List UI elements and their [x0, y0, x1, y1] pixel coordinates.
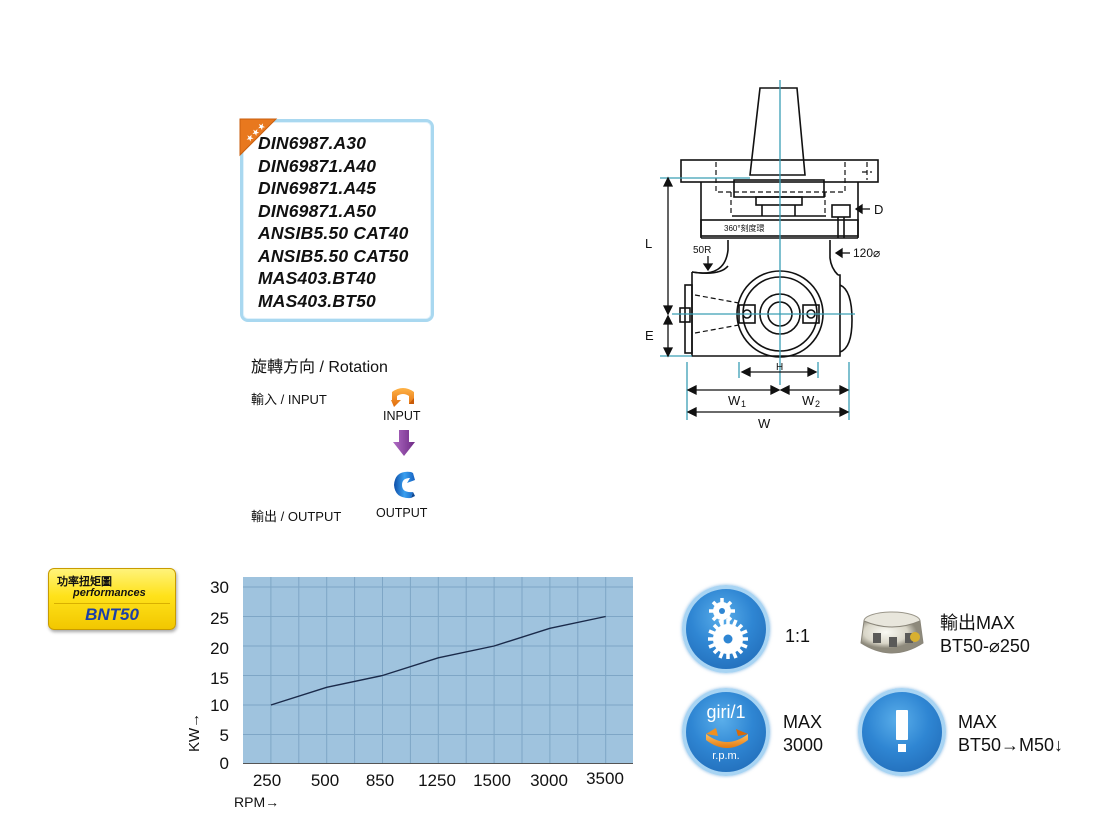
y-tick: 5: [219, 726, 229, 745]
dim-label-L: L: [645, 236, 652, 251]
rotation-output-label: 輸出 / OUTPUT: [251, 509, 342, 524]
dim-label-W1-sub: 1: [741, 399, 746, 409]
gears-icon: [682, 585, 770, 673]
chart-grid: [243, 577, 633, 764]
face-mill-cutter-icon: [860, 611, 924, 654]
max-thread-value: BT50→M50↓: [958, 735, 1064, 755]
dim-label-radius: 50R: [693, 245, 711, 256]
max-rpm-value: 3000: [783, 735, 824, 755]
technical-drawing: L D E H W 1 W 2 W 50R 120⌀ 360°刻度環: [645, 80, 883, 431]
y-tick: 10: [210, 696, 229, 715]
rotation-band-icon: [706, 728, 748, 748]
corner-ribbon-icon: ★★★: [239, 118, 278, 157]
chart-line-kw: [270, 615, 606, 706]
x-tick: 500: [310, 771, 340, 790]
taper-shank: [749, 87, 806, 176]
dim-label-W2-sub: 2: [815, 399, 820, 409]
dim-label-W: W: [758, 416, 771, 431]
power-chart: [243, 577, 633, 764]
performance-badge: 功率扭矩圖 performances BNT50: [48, 568, 176, 630]
y-tick: 20: [210, 639, 229, 658]
rotation-title: 旋轉方向 / Rotation: [251, 359, 388, 376]
max-rpm-label: MAX: [783, 712, 823, 732]
x-tick: 3500: [586, 769, 624, 788]
y-tick: 30: [210, 578, 229, 597]
dim-label-diameter: 120⌀: [853, 246, 880, 260]
rpm-icon: giri/1 r.p.m.: [682, 688, 770, 776]
dim-label-H: H: [776, 362, 783, 373]
y-tick: 15: [210, 669, 229, 688]
rpm-icon-bottom-text: r.p.m.: [712, 750, 740, 762]
x-axis-label: RPM→: [234, 794, 280, 810]
output-caption: OUTPUT: [376, 506, 428, 520]
x-tick: 3000: [530, 771, 568, 790]
max-output-value: BT50-⌀250: [940, 636, 1030, 656]
exclamation-icon: [858, 688, 946, 776]
exclamation-dot: [898, 744, 906, 752]
performance-model: BNT50: [85, 605, 139, 624]
rpm-icon-top-text: giri/1: [706, 702, 746, 722]
standards-list: DIN6987.A30 DIN69871.A40 DIN69871.A45 DI…: [258, 132, 409, 312]
x-tick: 1250: [418, 771, 456, 790]
x-tick: 1500: [473, 771, 511, 790]
performance-title-cn: 功率扭矩圖: [57, 576, 112, 588]
y-tick: 25: [210, 609, 229, 628]
rotation-input-label: 輸入 / INPUT: [251, 392, 327, 407]
standards-panel: [240, 119, 434, 322]
output-rotation-icon: [394, 471, 415, 499]
input-caption: INPUT: [383, 409, 421, 423]
exclamation-bar: [896, 710, 908, 740]
standard-item: ANSIB5.50 CAT50: [258, 245, 409, 266]
scale-ring-label: 360°刻度環: [724, 223, 765, 233]
standard-item: ANSIB5.50 CAT40: [258, 223, 409, 243]
gear-ratio-value: 1:1: [785, 626, 811, 646]
dim-label-D: D: [874, 202, 883, 217]
standard-item: DIN6987.A30: [258, 133, 367, 153]
dim-label-W2: W: [802, 393, 815, 408]
performance-title-en: performances: [73, 587, 146, 599]
standard-item: DIN69871.A40: [258, 155, 377, 176]
standard-item: DIN69871.A45: [258, 178, 377, 198]
down-arrow-icon: [393, 430, 415, 456]
y-axis-label: KW→: [186, 712, 203, 752]
standard-item: MAS403.BT50: [258, 290, 376, 311]
badge-divider: [54, 603, 170, 604]
dim-label-W1: W: [728, 393, 741, 408]
standard-item: DIN69871.A50: [258, 200, 377, 221]
input-rotation-icon: [391, 388, 414, 407]
max-thread-label: MAX: [958, 712, 998, 732]
x-tick: 850: [365, 771, 395, 790]
dim-label-E: E: [645, 328, 654, 343]
x-tick: 250: [252, 771, 282, 790]
max-output-label: 輸出MAX: [940, 613, 1016, 633]
standard-item: MAS403.BT40: [258, 268, 376, 288]
y-tick: 0: [219, 754, 229, 773]
